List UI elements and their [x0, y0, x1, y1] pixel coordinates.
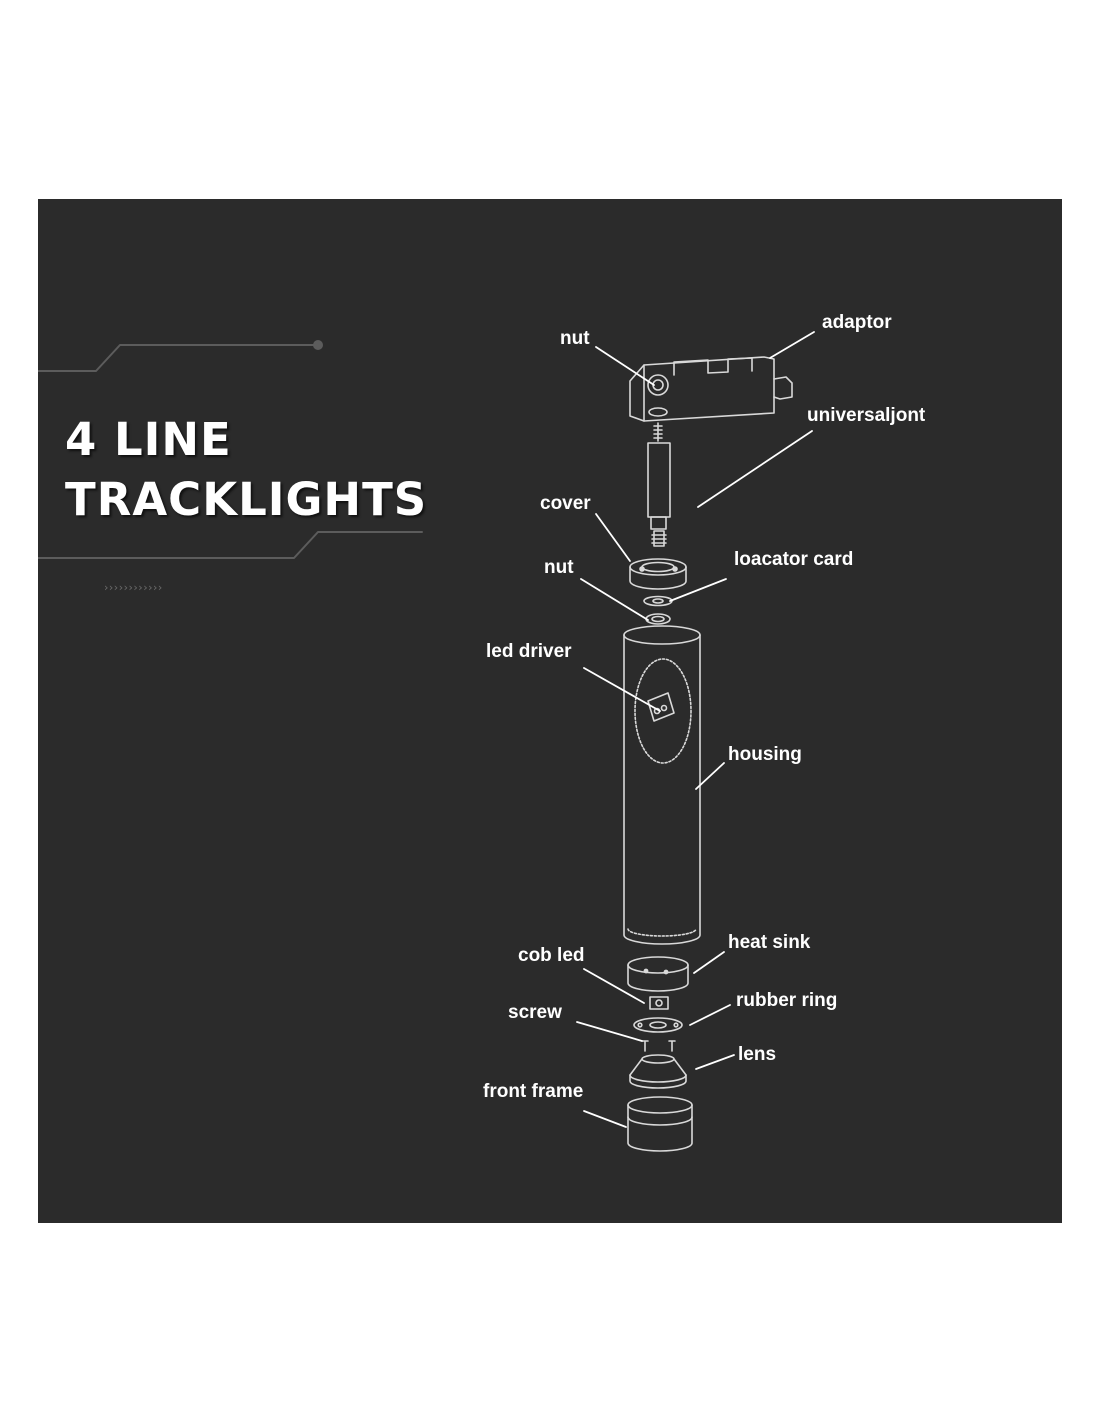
label-nut-mid: nut: [544, 557, 574, 578]
diagram-panel: 4 LINE TRACKLIGHTS ›››››››››››› nut adap…: [38, 199, 1062, 1223]
heat-sink-part: [627, 956, 689, 992]
title-line-2: TRACKLIGHTS: [65, 473, 428, 526]
decor-line-top: [38, 340, 323, 372]
leader-lines: [576, 331, 815, 1128]
label-heat-sink: heat sink: [728, 932, 811, 953]
cob-led-part: [649, 996, 669, 1010]
label-housing: housing: [728, 744, 802, 765]
label-cover: cover: [540, 493, 591, 514]
leader-universal-joint: [697, 430, 813, 508]
cover-part: [629, 558, 687, 590]
adaptor-part: [629, 356, 793, 422]
leader-adaptor: [769, 331, 815, 359]
leader-cob-led: [583, 968, 645, 1004]
leader-housing: [695, 762, 725, 790]
leader-nut-mid: [580, 578, 649, 621]
label-cob-led: cob led: [518, 945, 585, 966]
leader-screw: [576, 1021, 643, 1042]
label-rubber-ring: rubber ring: [736, 990, 838, 1011]
chevron-decoration: ››››››››››››: [104, 581, 163, 594]
leader-led-driver: [583, 667, 661, 712]
leader-cover: [595, 513, 631, 562]
housing-part: [623, 625, 701, 945]
screws-part: [641, 1040, 676, 1052]
label-nut-top: nut: [560, 328, 590, 349]
leader-lens: [695, 1054, 735, 1070]
label-front-frame: front frame: [483, 1081, 584, 1102]
nut-mid-part: [645, 613, 671, 625]
universal-joint-part: [647, 422, 671, 547]
leader-nut-top: [595, 346, 655, 386]
leader-front-frame: [583, 1110, 627, 1128]
leader-heat-sink: [693, 951, 725, 974]
leader-rubber-ring: [689, 1004, 731, 1026]
label-locator-card: loacator card: [734, 549, 854, 570]
label-led-driver: led driver: [486, 641, 572, 662]
locator-card-part: [643, 595, 673, 607]
label-universal-joint: universaljont: [807, 405, 926, 426]
front-frame-part: [627, 1096, 693, 1152]
label-adaptor: adaptor: [822, 312, 892, 333]
label-screw: screw: [508, 1002, 562, 1023]
title-line-1: 4 LINE: [65, 413, 232, 466]
leader-locator-card: [669, 578, 727, 602]
label-lens: lens: [738, 1044, 777, 1065]
exploded-view-diagram: [38, 331, 815, 1152]
lens-part: [629, 1054, 687, 1089]
decor-line-bottom: [38, 531, 423, 559]
rubber-ring-part: [633, 1017, 683, 1033]
